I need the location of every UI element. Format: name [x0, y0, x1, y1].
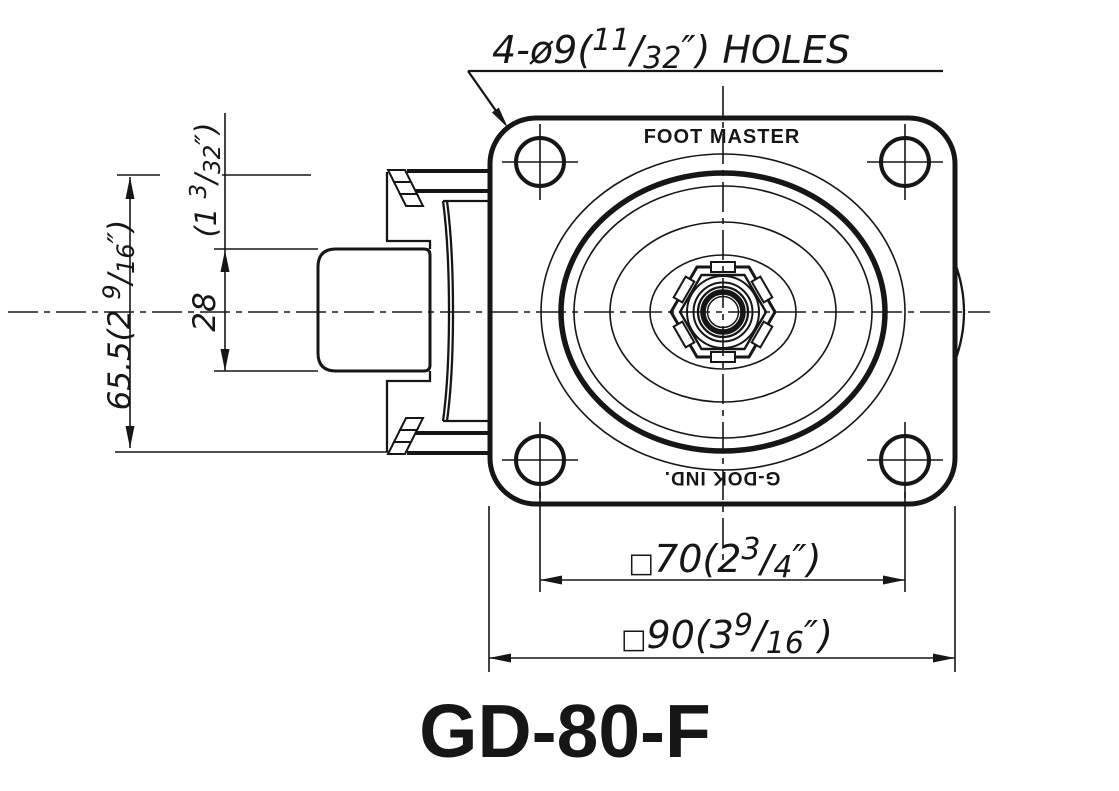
pedal-step-top [385, 172, 432, 249]
dimension-bolt-pitch-70: □70(23/4″) [539, 492, 906, 592]
bolt-hole-bottom-left [502, 422, 578, 498]
dim-plate-size-text: □90(39/16″) [621, 608, 833, 661]
pedal-serration-top [386, 169, 425, 207]
bolt-hole-top-left [502, 124, 578, 200]
pedal-step-bottom [385, 371, 432, 452]
brand-text-foot-master: FOOT MASTER [644, 126, 801, 148]
dim-pedal-inch-text: (1 3/32″) [186, 123, 226, 238]
maker-text-gdok: G-DOK IND. [664, 467, 781, 488]
pedal-assembly [316, 169, 492, 455]
dim-bolt-pitch-text: □70(23/4″) [629, 532, 822, 585]
pedal-pad [316, 247, 432, 373]
mounting-plate: FOOT MASTER G-DOK IND. [487, 115, 958, 507]
wheel-edge-arc [953, 262, 966, 362]
model-number-title: GD-80-F [419, 689, 711, 773]
leader-arrowhead [491, 107, 508, 128]
dim-pedal-text: 28 [187, 292, 223, 331]
extension-lines [539, 492, 906, 592]
pedal-face-inner-curve [441, 200, 451, 422]
pedal-serration-bottom [386, 417, 425, 455]
bolt-hole-bottom-right [867, 422, 943, 498]
extension-lines [488, 506, 956, 672]
centerlines [8, 86, 990, 560]
holes-note-text: 4-ø9(11/32″) HOLES [492, 23, 850, 76]
dimension-plate-size-90: □90(39/16″) [488, 506, 956, 672]
holes-note-callout: 4-ø9(11/32″) HOLES [467, 23, 943, 128]
bolt-hole-top-right [867, 124, 943, 200]
dim-height-text: 65.5(2 9/16″) [98, 220, 140, 411]
dimension-height-65: 65.5(2 9/16″) [98, 174, 388, 453]
dimension-pedal-28: 28 (1 3/32″) [186, 113, 318, 372]
